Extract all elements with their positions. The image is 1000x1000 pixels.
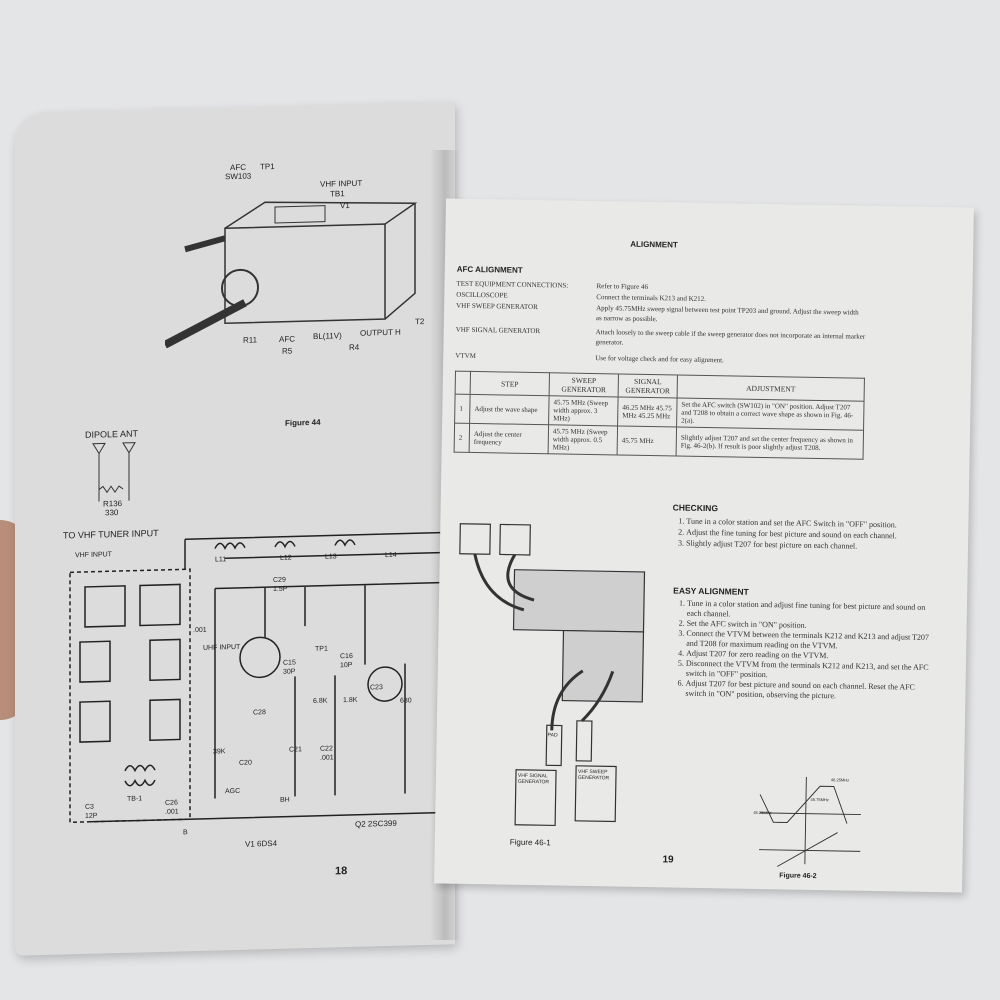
equipment-text: Refer to Figure 46 bbox=[596, 282, 649, 291]
label-sw103: SW103 bbox=[225, 171, 252, 182]
schematic-c16-value: 10P bbox=[340, 661, 353, 670]
schematic-c22: C22 bbox=[320, 745, 333, 753]
figure-44-caption: Figure 44 bbox=[285, 417, 321, 428]
header-adjustment: ADJUSTMENT bbox=[677, 375, 865, 402]
antenna-symbol bbox=[92, 442, 136, 502]
schematic-c21: C21 bbox=[289, 746, 302, 754]
label-t2: T2 bbox=[415, 317, 425, 327]
label-bl: BL(11V) bbox=[313, 331, 342, 341]
page-number-18: 18 bbox=[335, 865, 348, 878]
schematic-c20: C20 bbox=[239, 759, 252, 767]
schematic-l11: L11 bbox=[215, 556, 227, 564]
label-afc2: AFC bbox=[279, 334, 295, 344]
label-r5: R5 bbox=[282, 346, 293, 356]
marker-45-75: 45.75MHz bbox=[810, 796, 829, 803]
schematic-bh: BH bbox=[280, 796, 290, 804]
list-item: Adjust T207 for best picture and sound o… bbox=[685, 679, 935, 703]
schematic-l13: L13 bbox=[325, 553, 337, 561]
schematic-12p: 12P bbox=[85, 812, 98, 820]
cell-signal: 45.75 MHz bbox=[617, 425, 677, 456]
schematic-r5-value: 1.8K bbox=[343, 696, 358, 705]
schematic-agc: AGC bbox=[225, 787, 241, 796]
schematic-l12: L12 bbox=[280, 554, 292, 562]
resistor-value: 330 bbox=[105, 508, 119, 518]
equipment-text: Use for voltage check and for easy align… bbox=[595, 354, 724, 365]
figure-46-1-caption: Figure 46-1 bbox=[509, 837, 551, 848]
schematic-c16: C16 bbox=[340, 652, 353, 661]
figure-46-2-caption: Figure 46-2 bbox=[779, 872, 817, 881]
header-signal: SIGNAL GENERATOR bbox=[618, 373, 678, 399]
label-r4: R4 bbox=[349, 342, 360, 353]
schematic-vhf-input: VHF INPUT bbox=[75, 551, 112, 560]
label-tp1: TP1 bbox=[260, 161, 275, 172]
figure-46-2-waveform bbox=[759, 776, 861, 867]
cell-sweep: 45.75 MHz (Sweep width approx. 0.5 MHz) bbox=[548, 424, 618, 455]
label-vhf-input: VHF INPUT bbox=[320, 178, 363, 189]
schematic-tb1: TB-1 bbox=[127, 795, 143, 803]
label-r11: R11 bbox=[243, 335, 258, 345]
schematic-c15: C15 bbox=[283, 659, 296, 667]
schematic-r4-value: 6.8K bbox=[313, 697, 328, 705]
easy-alignment-heading: EASY ALIGNMENT bbox=[673, 585, 749, 597]
page-title: ALIGNMENT bbox=[630, 239, 678, 250]
page-number-19: 19 bbox=[662, 854, 674, 866]
header-step: STEP bbox=[470, 371, 550, 396]
afc-heading: AFC ALIGNMENT bbox=[456, 264, 523, 275]
cell-sweep: 45.75 MHz (Sweep width approx. 3 MHz) bbox=[548, 395, 619, 426]
cell-num: 2 bbox=[454, 423, 470, 453]
cell-adjustment: Slightly adjust T207 and set the center … bbox=[676, 427, 864, 460]
signal-generator-label: VHF SIGNAL GENERATOR bbox=[517, 772, 550, 786]
figure-46-1-diagram bbox=[459, 523, 646, 827]
left-page: AFC SW103 TP1 VHF INPUT TB1 V1 R11 AFC R… bbox=[15, 102, 455, 956]
vhf-tuner-schematic bbox=[69, 531, 446, 824]
schematic-c23: C23 bbox=[370, 684, 383, 692]
tube-label: V1 6DS4 bbox=[245, 838, 278, 849]
schematic-c26: C26 bbox=[165, 799, 178, 807]
right-page: ALIGNMENT AFC ALIGNMENT TEST EQUIPMENT C… bbox=[434, 198, 974, 893]
marker-46-25: 46.25MHz bbox=[830, 777, 850, 783]
equipment-label: VHF SWEEP GENERATOR bbox=[456, 301, 538, 312]
cell-step: Adjust the wave shape bbox=[469, 394, 550, 425]
schematic-c29: C29 bbox=[273, 576, 286, 585]
schematic-c26-value: .001 bbox=[165, 808, 179, 816]
schematic-c28: C28 bbox=[253, 709, 266, 717]
label-output: OUTPUT H bbox=[360, 327, 401, 338]
schematic-l14: L14 bbox=[385, 551, 397, 560]
equipment-label: VTVM bbox=[455, 351, 476, 360]
cell-signal: 46.25 MHz 45.75 MHz 45.25 MHz bbox=[617, 396, 678, 428]
schematic-c3: C3 bbox=[85, 803, 94, 811]
transistor-label: Q2 2SC399 bbox=[355, 818, 397, 829]
schematic-c22-value: .001 bbox=[320, 754, 334, 762]
alignment-table: STEP SWEEP GENERATOR SIGNAL GENERATOR AD… bbox=[454, 371, 865, 460]
label-afc: AFC bbox=[230, 162, 246, 173]
schematic-uhf-input: UHF INPUT bbox=[203, 643, 241, 652]
equipment-label: VHF SIGNAL GENERATOR bbox=[455, 325, 541, 336]
cell-num: 1 bbox=[454, 394, 471, 424]
checking-heading: CHECKING bbox=[672, 502, 719, 514]
label-v1: V1 bbox=[340, 200, 350, 211]
cell-adjustment: Set the AFC switch (SW102) in "ON" posit… bbox=[676, 398, 865, 431]
schematic-c29-value: 1.5P bbox=[273, 585, 288, 594]
sweep-generator-label: VHF SWEEP GENERATOR bbox=[577, 768, 610, 782]
table-row: 2 Adjust the center frequency 45.75 MHz … bbox=[454, 423, 864, 460]
equipment-list: TEST EQUIPMENT CONNECTIONS:Refer to Figu… bbox=[455, 279, 866, 369]
schematic-tp1: TP1 bbox=[315, 645, 328, 653]
cell-step: Adjust the center frequency bbox=[469, 423, 549, 454]
schematic-r6-value: 680 bbox=[400, 697, 412, 705]
label-tb1: TB1 bbox=[330, 189, 345, 199]
resistor-label: R136 bbox=[103, 498, 123, 509]
schematic-c15-value: 30P bbox=[283, 668, 296, 676]
marker-45-25: 45.25MHz bbox=[753, 809, 772, 816]
schematic-b: B bbox=[183, 829, 188, 837]
checking-list: Tune in a color station and set the AFC … bbox=[672, 515, 927, 552]
header-sweep: SWEEP GENERATOR bbox=[549, 372, 619, 397]
tuner-drawing bbox=[165, 201, 418, 349]
pad-label: PAD bbox=[547, 732, 558, 739]
header-num bbox=[455, 371, 471, 395]
easy-alignment-list: Tune in a color station and adjust fine … bbox=[671, 598, 937, 703]
antenna-label: DIPOLE ANT bbox=[85, 428, 139, 440]
schematic-r1-value: 39K bbox=[213, 748, 226, 756]
schematic-c9-value: .001 bbox=[193, 626, 207, 635]
